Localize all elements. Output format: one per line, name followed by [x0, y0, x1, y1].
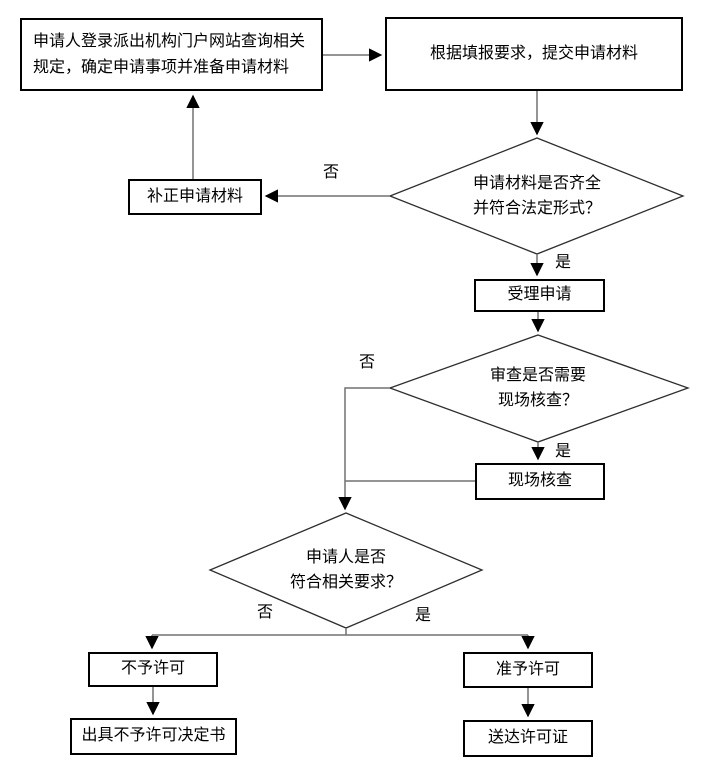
node-deny: 不予许可 — [88, 652, 218, 687]
node-inspect: 现场核查 — [475, 463, 605, 500]
decision-materials-line2: 并符合法定形式？ — [472, 200, 602, 217]
arrow-review-no-to-qualify — [338, 387, 390, 511]
label-yes-materials: 是 — [554, 254, 572, 271]
label-no-materials: 否 — [322, 164, 340, 181]
node-deny-doc: 出具不予许可决定书 — [70, 718, 237, 755]
node-query: 申请人登录派出机构门户网站查询相关规定，确定申请事项并准备申请材料 — [20, 18, 323, 91]
node-correct: 补正申请材料 — [128, 179, 262, 215]
decision-review-text: 审查是否需要 现场核查？ — [490, 363, 586, 413]
node-accept: 受理申请 — [474, 279, 605, 312]
label-yes-qualify: 是 — [414, 607, 432, 624]
decision-review-line1: 审查是否需要 — [489, 367, 587, 384]
node-submit: 根据填报要求，提交申请材料 — [385, 17, 683, 91]
decision-materials-line1: 申请材料是否齐全 — [472, 175, 602, 192]
decision-qualify-line2: 符合相关要求？ — [289, 574, 403, 591]
decision-qualify-text: 申请人是否 符合相关要求？ — [290, 545, 402, 595]
decision-materials-text: 申请材料是否齐全 并符合法定形式？ — [473, 171, 601, 221]
label-yes-review: 是 — [554, 443, 572, 460]
node-grant: 准予许可 — [463, 652, 593, 688]
node-deliver: 送达许可证 — [463, 720, 593, 757]
decision-qualify-line1: 申请人是否 — [305, 549, 387, 566]
label-no-review: 否 — [358, 354, 376, 371]
decision-review-line2: 现场核查？ — [497, 392, 579, 409]
label-no-qualify: 否 — [256, 604, 274, 621]
